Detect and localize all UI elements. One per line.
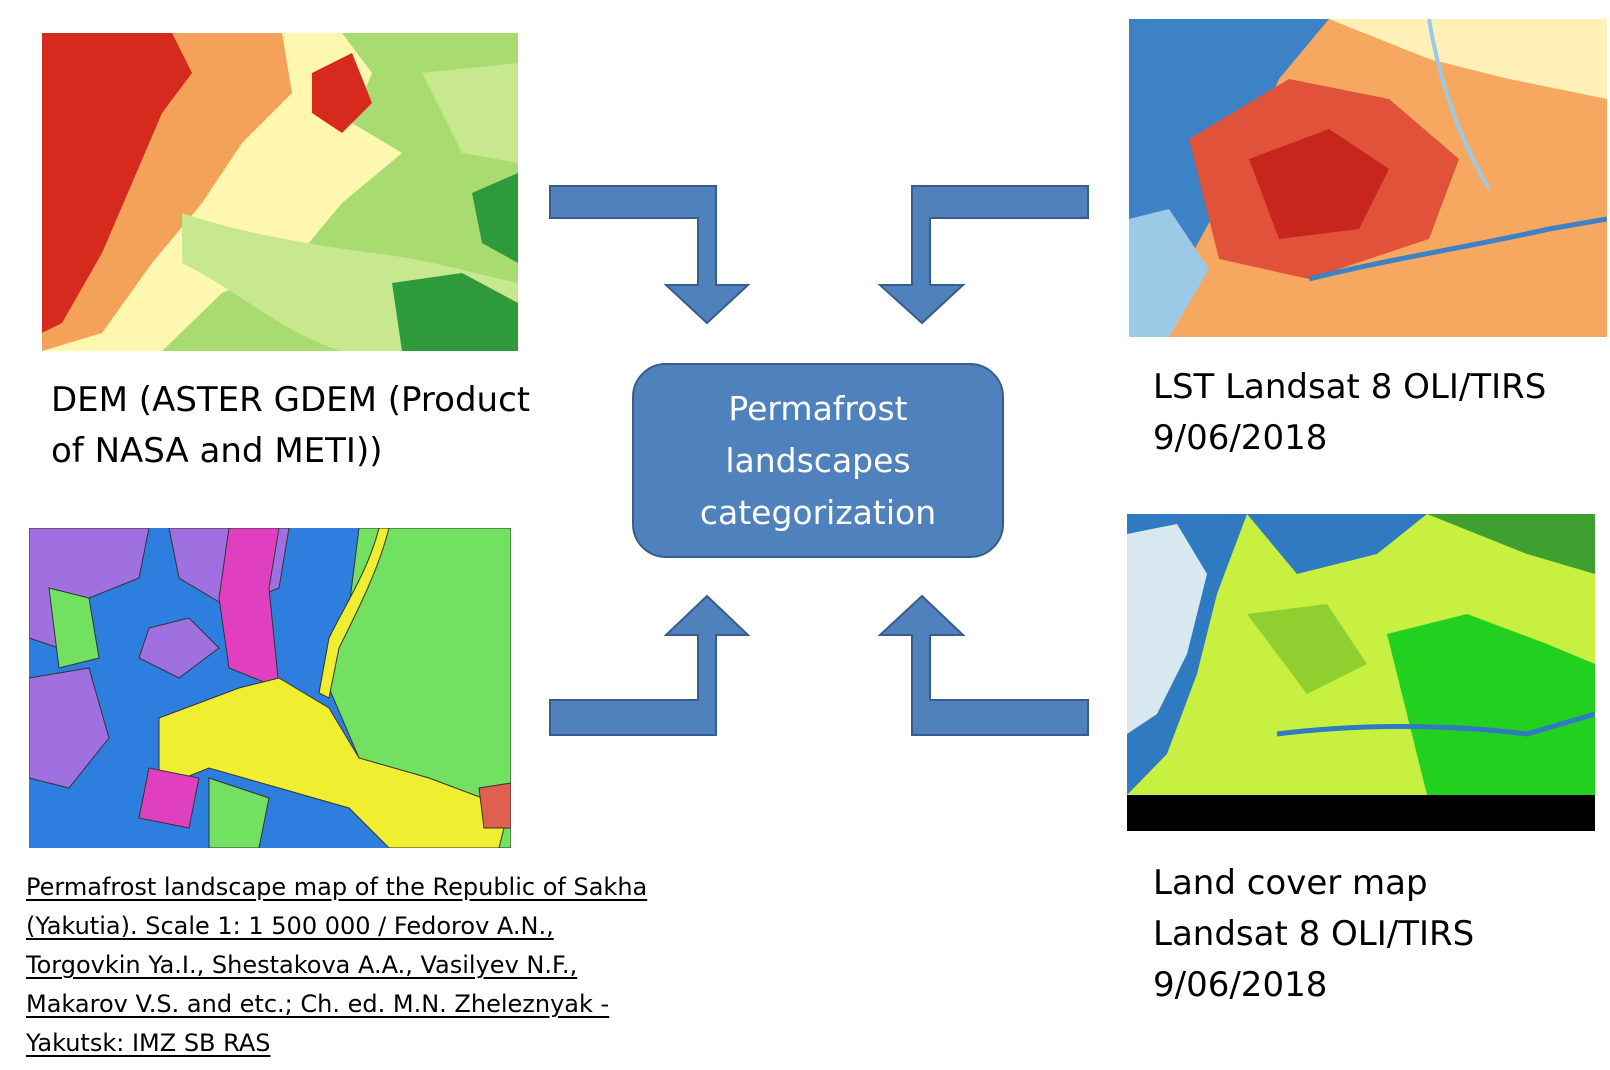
center-line-2: landscapes [725, 440, 911, 480]
land-cover-image [1127, 514, 1595, 795]
dem-caption-line-2: of NASA and METI)) [51, 431, 383, 471]
reference-line-1: Permafrost landscape map of the Republic… [26, 873, 648, 901]
arrow-lst-to-center [877, 185, 1089, 325]
dem-image [42, 33, 518, 351]
lst-caption-line-2: 9/06/2018 [1153, 418, 1328, 458]
permafrost-map-reference: Permafrost landscape map of the Republic… [26, 868, 746, 1063]
reference-line-5: Yakutsk: IMZ SB RAS [26, 1029, 271, 1057]
arrow-dem-to-center [549, 185, 751, 325]
center-line-1: Permafrost [728, 388, 908, 428]
arrow-land-cover-to-center [877, 594, 1089, 736]
reference-line-4: Makarov V.S. and etc.; Ch. ed. M.N. Zhel… [26, 990, 610, 1018]
lst-image [1129, 19, 1607, 337]
lst-caption-line-1: LST Landsat 8 OLI/TIRS [1153, 367, 1547, 407]
permafrost-map-image [29, 528, 511, 848]
permafrost-categorization-box: Permafrost landscapes categorization [632, 363, 1004, 558]
dem-caption: DEM (ASTER GDEM (Product of NASA and MET… [51, 375, 530, 477]
dem-caption-line-1: DEM (ASTER GDEM (Product [51, 380, 531, 420]
center-line-3: categorization [699, 492, 937, 532]
lst-caption: LST Landsat 8 OLI/TIRS 9/06/2018 [1153, 362, 1546, 464]
land-cover-caption: Land cover map Landsat 8 OLI/TIRS 9/06/2… [1153, 858, 1474, 1011]
land-cover-caption-line-3: 9/06/2018 [1153, 965, 1328, 1005]
arrow-permafrost-map-to-center [549, 594, 751, 736]
land-cover-caption-line-1: Land cover map [1153, 863, 1428, 903]
land-cover-caption-line-2: Landsat 8 OLI/TIRS [1153, 914, 1475, 954]
reference-line-2: (Yakutia). Scale 1: 1 500 000 / Fedorov … [26, 912, 554, 940]
image-black-band [1127, 795, 1595, 831]
reference-line-3: Torgovkin Ya.I., Shestakova A.A., Vasily… [26, 951, 578, 979]
